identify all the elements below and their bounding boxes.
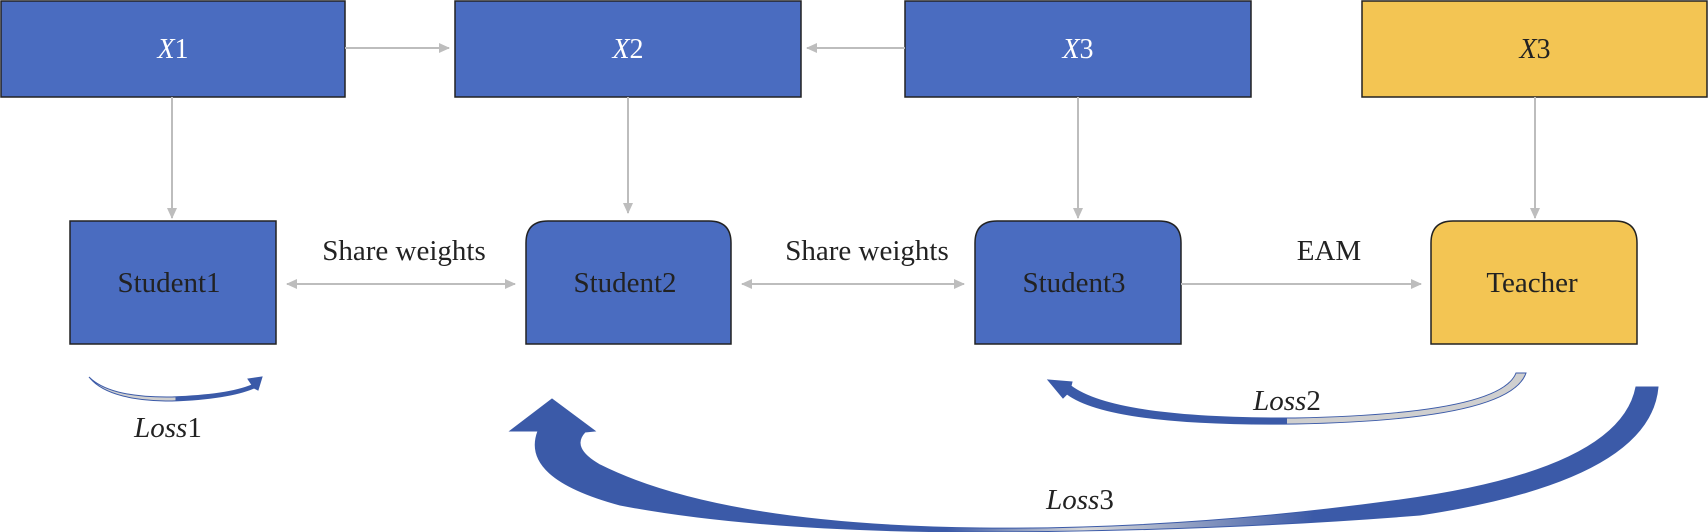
input-x2-label: X2 bbox=[611, 34, 643, 65]
student2-box bbox=[525, 220, 732, 345]
student2-label: Student2 bbox=[573, 267, 676, 299]
input-x3: X3 bbox=[904, 0, 1252, 98]
student3-node: Student3 bbox=[974, 220, 1182, 345]
student3-label: Student3 bbox=[1022, 267, 1125, 299]
eam-label: EAM bbox=[1297, 235, 1361, 267]
input-x3-box bbox=[904, 0, 1252, 98]
input-x1: X1 bbox=[0, 0, 346, 98]
input-x2: X2 bbox=[454, 0, 802, 98]
input-x2-box bbox=[454, 0, 802, 98]
loss1-arrow bbox=[88, 376, 263, 402]
share-weights-label-2: Share weights bbox=[785, 235, 949, 267]
loss3-label: Loss3 bbox=[1045, 484, 1114, 516]
share-weights-label-1: Share weights bbox=[322, 235, 486, 267]
input-x3-label: X3 bbox=[1061, 34, 1093, 65]
input-x1-box bbox=[0, 0, 346, 98]
teacher-box bbox=[1430, 220, 1638, 345]
input-x3-teacher-box bbox=[1361, 0, 1708, 98]
student1-label: Student1 bbox=[117, 267, 220, 299]
student1-box bbox=[69, 220, 277, 345]
student3-box bbox=[974, 220, 1182, 345]
loss2-arrow bbox=[1046, 372, 1527, 425]
loss1-label: Loss1 bbox=[133, 412, 202, 444]
student2-node: Student2 bbox=[525, 220, 732, 345]
loss2-label: Loss2 bbox=[1252, 385, 1321, 417]
input-x3-teacher-label: X3 bbox=[1518, 34, 1550, 65]
teacher-node: Teacher bbox=[1430, 220, 1638, 345]
loss3-arrow bbox=[508, 386, 1659, 532]
input-x3-teacher: X3 bbox=[1361, 0, 1708, 98]
student1-node: Student1 bbox=[69, 220, 277, 345]
teacher-label: Teacher bbox=[1486, 267, 1578, 299]
input-x1-label: X1 bbox=[156, 34, 188, 65]
